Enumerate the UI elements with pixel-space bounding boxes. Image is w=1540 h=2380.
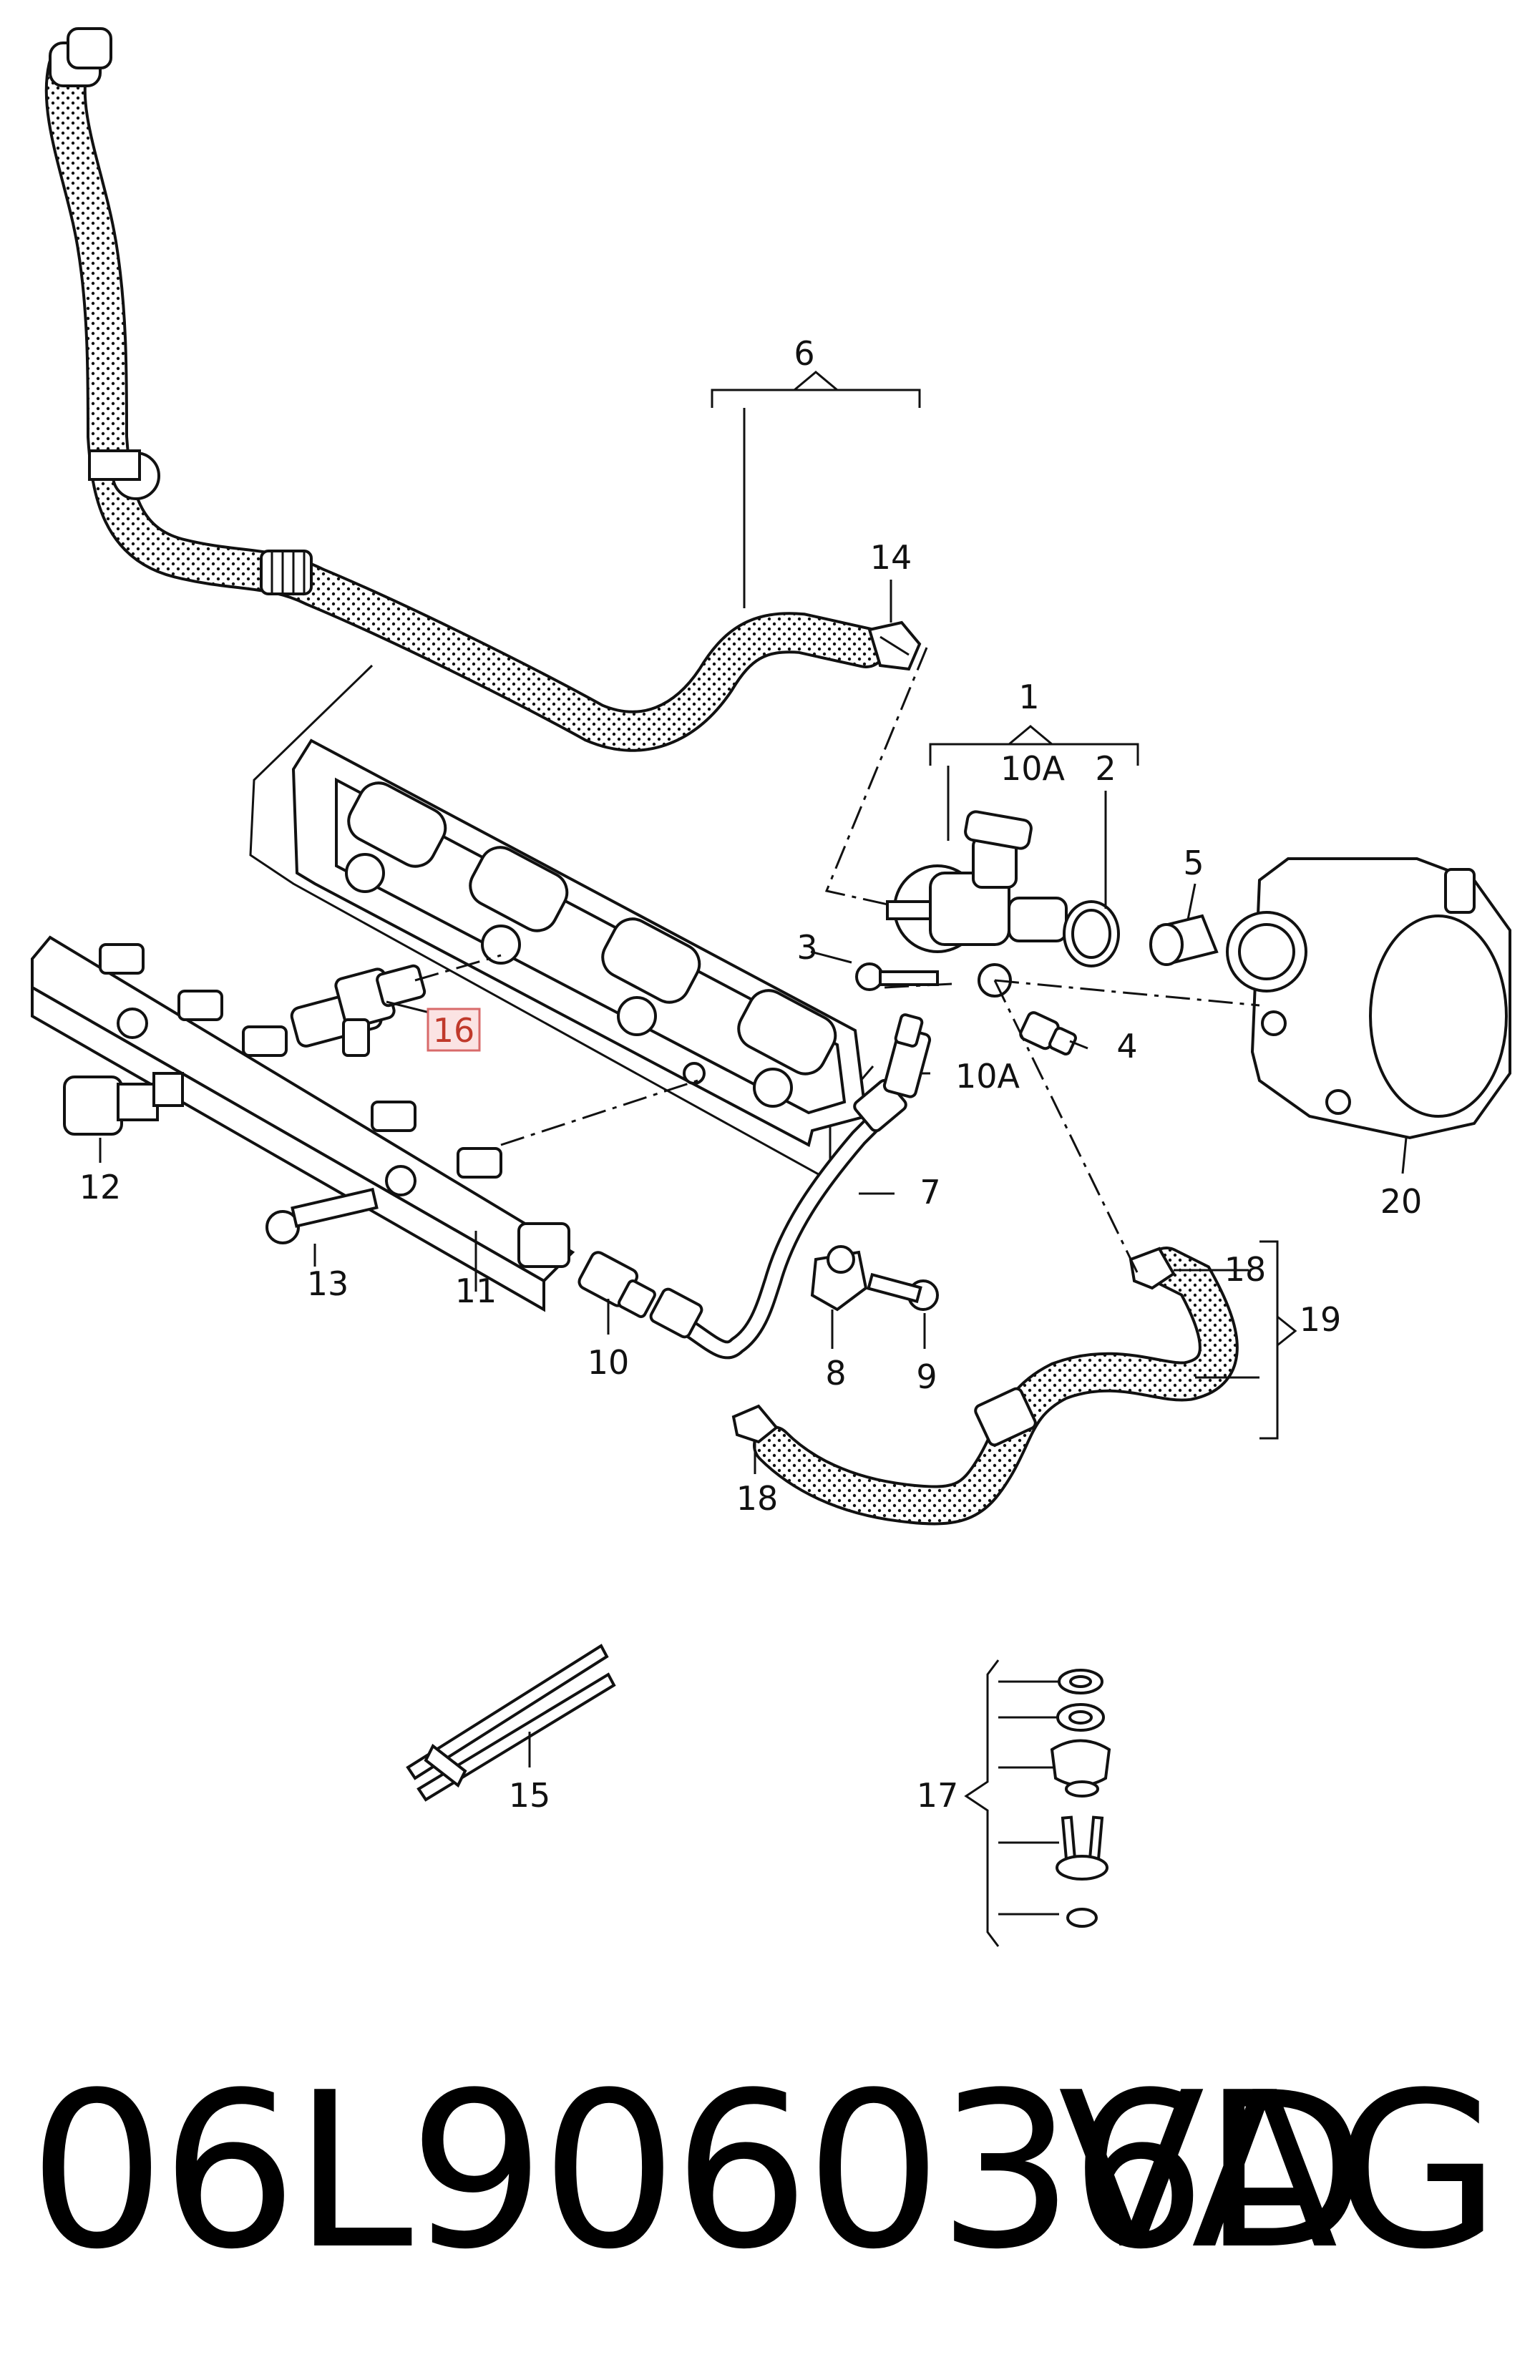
pressure-sensor-12 bbox=[63, 1072, 184, 1136]
part-number: 06L906036D bbox=[29, 2047, 1368, 2296]
hose-clip-14 bbox=[867, 620, 922, 671]
vacuum-pump-20 bbox=[1226, 857, 1511, 1140]
label-12: 12 bbox=[79, 1168, 122, 1206]
label-19: 19 bbox=[1300, 1300, 1342, 1339]
bolt-3 bbox=[855, 962, 939, 991]
fuel-rail-11 bbox=[31, 935, 575, 1312]
label-1: 1 bbox=[1018, 678, 1039, 716]
label-13: 13 bbox=[307, 1264, 349, 1303]
hose-clip-18-upper bbox=[1129, 1247, 1176, 1290]
exploded-parts-diagram: 6 14 1 10A 2 5 3 4 10A 7 20 12 13 11 18 … bbox=[31, 27, 1511, 1947]
label-10a-top: 10A bbox=[1000, 749, 1066, 788]
label-18-top: 18 bbox=[1224, 1250, 1267, 1289]
bracket-1 bbox=[929, 743, 1139, 766]
bolt-13 bbox=[265, 1187, 379, 1244]
high-pressure-pump-1 bbox=[886, 810, 1068, 998]
sleeve-5 bbox=[1149, 914, 1219, 966]
label-5: 5 bbox=[1183, 844, 1204, 882]
bracket-clamp-8 bbox=[810, 1245, 868, 1312]
bracket-19 bbox=[1259, 1240, 1279, 1440]
label-17: 17 bbox=[917, 1776, 959, 1815]
fitting-4 bbox=[1019, 1011, 1077, 1055]
label-8: 8 bbox=[825, 1354, 846, 1393]
label-7: 7 bbox=[920, 1173, 940, 1211]
label-10a-mid: 10A bbox=[955, 1057, 1020, 1096]
injector-16 bbox=[290, 964, 427, 1057]
label-15: 15 bbox=[509, 1776, 551, 1815]
label-11: 11 bbox=[455, 1272, 497, 1310]
fitting-10 bbox=[578, 1251, 656, 1318]
label-9: 9 bbox=[916, 1357, 937, 1396]
hose-clip-18-lower bbox=[731, 1404, 779, 1444]
fuel-hose-upper bbox=[44, 27, 887, 752]
label-4: 4 bbox=[1116, 1027, 1137, 1065]
part-info-footer: 06L906036D VAG bbox=[0, 2054, 1540, 2290]
bolt-9 bbox=[867, 1272, 939, 1311]
brand-name: VAG bbox=[1058, 2047, 1501, 2296]
fuel-hose-lower-19 bbox=[753, 1247, 1239, 1526]
label-14: 14 bbox=[870, 538, 912, 577]
label-6: 6 bbox=[794, 334, 814, 373]
cylinder-head-gasket bbox=[249, 664, 874, 1183]
fitting-10a bbox=[882, 1013, 932, 1098]
label-3: 3 bbox=[796, 928, 817, 967]
label-16: 16 bbox=[433, 1011, 475, 1050]
highlighted-callout-16: 16 bbox=[427, 1008, 481, 1052]
cable-tie-15 bbox=[406, 1644, 616, 1802]
high-pressure-line-7 bbox=[649, 1078, 907, 1360]
label-2: 2 bbox=[1095, 749, 1116, 788]
label-20: 20 bbox=[1380, 1182, 1423, 1221]
repair-kit-17 bbox=[964, 1659, 1111, 1947]
label-18-bottom: 18 bbox=[736, 1479, 779, 1518]
bracket-6 bbox=[711, 389, 921, 408]
label-10: 10 bbox=[588, 1343, 630, 1382]
